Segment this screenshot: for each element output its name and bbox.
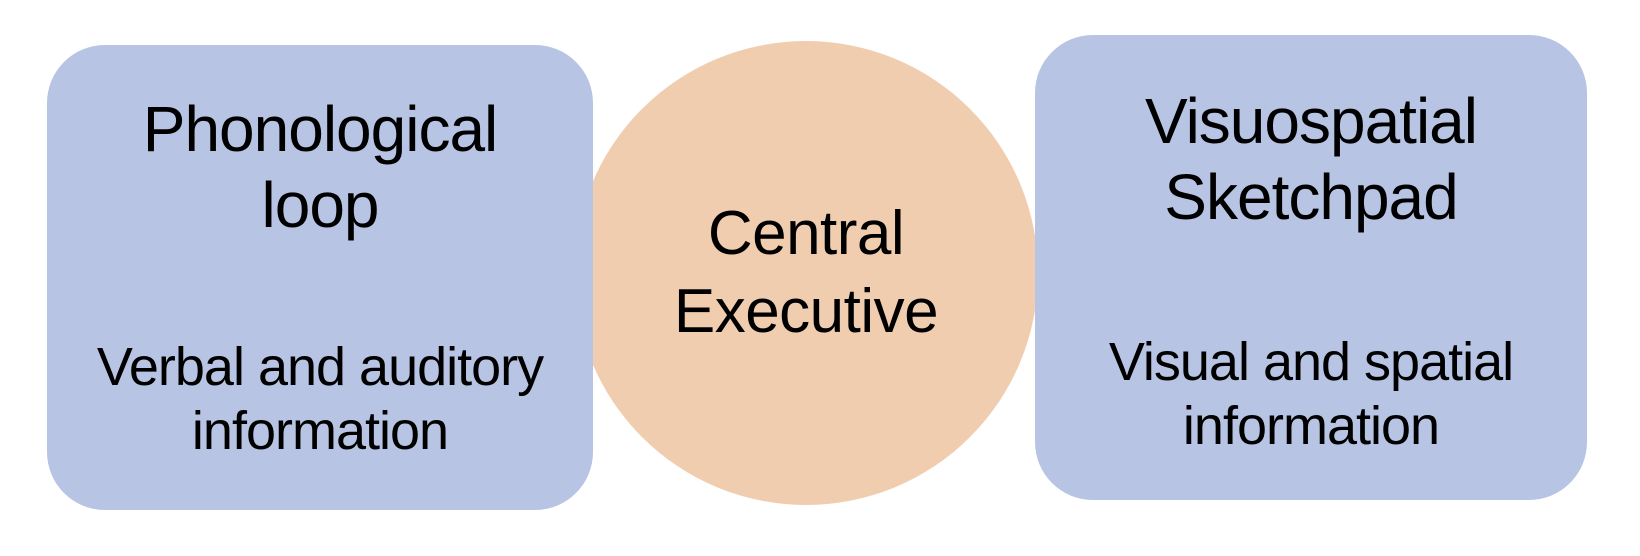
visuospatial-sketchpad-description: Visual and spatial information	[1108, 332, 1514, 456]
node-phonological-loop: Phonological loop Verbal and auditory in…	[47, 45, 593, 510]
phonological-loop-title: Phonological loop	[142, 93, 498, 241]
visuospatial-sketchpad-title: Visuospatial Sketchpad	[1145, 85, 1478, 233]
node-visuospatial-sketchpad: Visuospatial Sketchpad Visual and spatia…	[1035, 35, 1587, 500]
node-central-executive: Central Executive	[574, 41, 1038, 505]
central-executive-label: Central Executive	[673, 199, 939, 346]
phonological-loop-description: Verbal and auditory information	[96, 337, 544, 461]
